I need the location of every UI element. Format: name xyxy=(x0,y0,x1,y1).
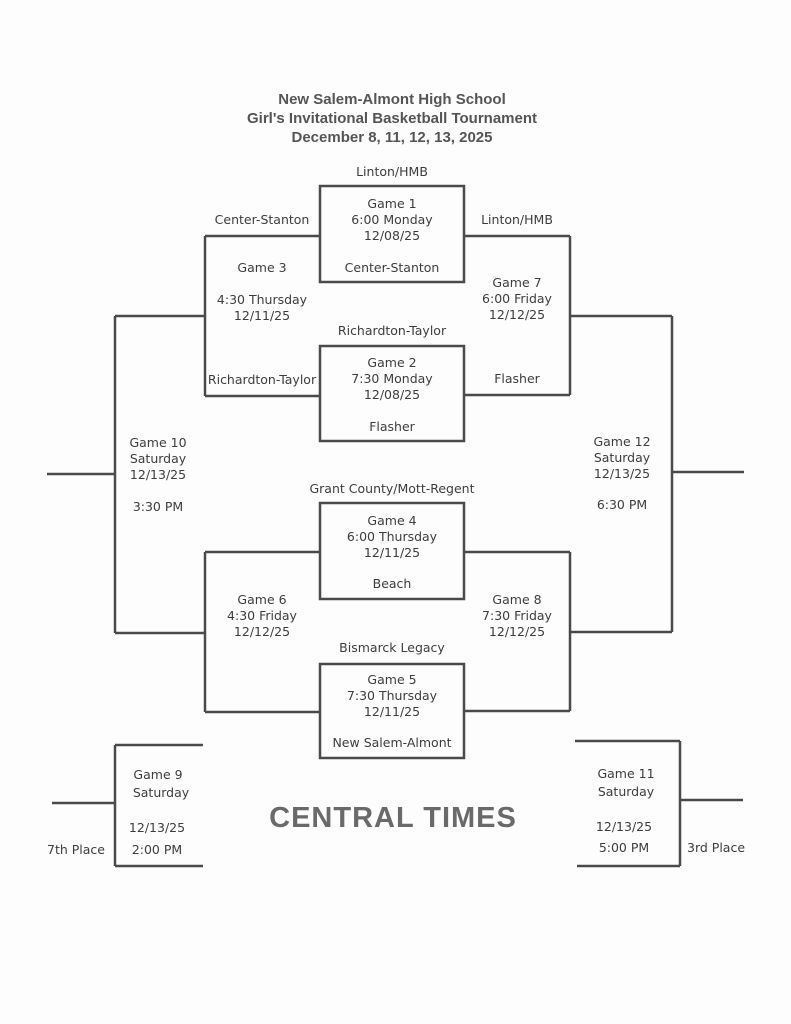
header-school: New Salem-Almont High School xyxy=(278,91,506,108)
game-4-bottom-team: Beach xyxy=(372,576,412,591)
game-4-label: Game 4 xyxy=(367,513,417,528)
game-5-time: 7:30 Thursday xyxy=(346,688,438,703)
game-11-label: Game 11 xyxy=(597,766,655,781)
game-8-label: Game 8 xyxy=(492,592,542,607)
game-5-top-team: Bismarck Legacy xyxy=(339,640,445,655)
game-12-label: Game 12 xyxy=(593,434,651,449)
game-2-box xyxy=(318,344,466,443)
game-1-top-team: Linton/HMB xyxy=(356,164,428,179)
game-10-date: 12/13/25 xyxy=(129,467,187,482)
game-8-date: 12/12/25 xyxy=(488,624,546,639)
header-dates: December 8, 11, 12, 13, 2025 xyxy=(291,129,493,146)
game-12-time: 6:30 PM xyxy=(596,497,648,512)
game-7-time: 6:00 Friday xyxy=(482,291,552,306)
game-2-date: 12/08/25 xyxy=(363,387,421,402)
game-10-label: Game 10 xyxy=(129,435,187,450)
game-2-top-team: Richardton-Taylor xyxy=(337,323,447,338)
game-11-date: 12/13/25 xyxy=(595,819,653,834)
game-7-bottom-team: Flasher xyxy=(494,371,540,386)
game-10-day: Saturday xyxy=(129,451,187,466)
game-7-label: Game 7 xyxy=(492,275,542,290)
game-9-time: 2:00 PM xyxy=(131,842,183,857)
game-11-day: Saturday xyxy=(597,784,655,799)
game-4-date: 12/11/25 xyxy=(363,545,421,560)
game-3-bottom-team: Richardton-Taylor xyxy=(207,372,317,387)
third-place-label: 3rd Place xyxy=(687,840,746,855)
game-3-label: Game 3 xyxy=(237,260,287,275)
game-2-time: 7:30 Monday xyxy=(351,371,433,386)
game-1-box xyxy=(318,184,466,284)
game-6-date: 12/12/25 xyxy=(233,624,291,639)
game-6-label: Game 6 xyxy=(237,592,287,607)
game-7-top-team: Linton/HMB xyxy=(481,212,553,227)
game-9-day: Saturday xyxy=(132,785,190,800)
game-12-date: 12/13/25 xyxy=(593,466,651,481)
header-tournament: Girl's Invitational Basketball Tournamen… xyxy=(246,110,538,127)
game-2-label: Game 2 xyxy=(367,355,417,370)
game-1-bottom-team: Center-Stanton xyxy=(344,260,440,275)
game-3-date: 12/11/25 xyxy=(233,308,291,323)
game-8-time: 7:30 Friday xyxy=(482,608,552,623)
game-12-day: Saturday xyxy=(593,450,651,465)
game-6-time: 4:30 Friday xyxy=(227,608,297,623)
game-7-date: 12/12/25 xyxy=(488,307,546,322)
game-2-bottom-team: Flasher xyxy=(369,419,415,434)
game-3-top-team: Center-Stanton xyxy=(214,212,310,227)
game-5-date: 12/11/25 xyxy=(363,704,421,719)
game-4-top-team: Grant County/Mott-Regent xyxy=(309,481,475,496)
game-9-date: 12/13/25 xyxy=(128,820,186,835)
seventh-place-label: 7th Place xyxy=(47,842,105,857)
game-1-label: Game 1 xyxy=(367,196,417,211)
game-4-time: 6:00 Thursday xyxy=(346,529,438,544)
game-1-time: 6:00 Monday xyxy=(351,212,433,227)
game-1-date: 12/08/25 xyxy=(363,228,421,243)
game-5-bottom-team: New Salem-Almont xyxy=(332,735,452,750)
game-5-label: Game 5 xyxy=(367,672,417,687)
game-9-label: Game 9 xyxy=(133,767,183,782)
central-times-banner: CENTRAL TIMES xyxy=(269,802,517,834)
game-11-time: 5:00 PM xyxy=(598,840,650,855)
game-10-time: 3:30 PM xyxy=(132,499,184,514)
game-3-time: 4:30 Thursday xyxy=(216,292,308,307)
